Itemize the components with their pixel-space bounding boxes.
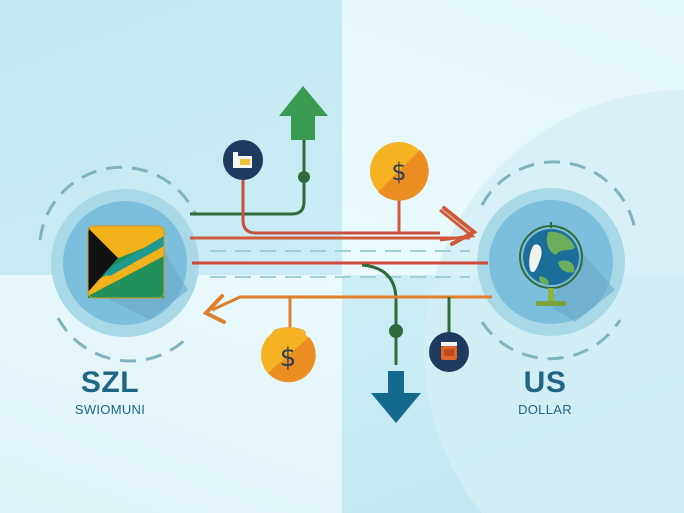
szl-code: SZL	[80, 366, 140, 399]
usd-label: US DOLLAR	[505, 366, 585, 417]
usd-code: US	[523, 366, 567, 399]
money-bag-icon: $	[261, 327, 316, 383]
arrow-down-icon	[371, 371, 421, 423]
swaziland-flag-icon	[87, 225, 165, 299]
dollar-coin-icon: $	[370, 142, 429, 201]
dashed-guides	[210, 250, 470, 278]
orange-arrowhead-left	[202, 294, 226, 324]
green-path-down	[361, 263, 398, 365]
green-node-top	[298, 171, 310, 183]
red-arrow-right	[190, 208, 476, 242]
svg-text:$: $	[280, 343, 297, 373]
green-node-bottom	[389, 324, 403, 338]
red-arrowhead-right	[442, 206, 478, 246]
svg-text:$: $	[391, 158, 406, 186]
globe-icon	[519, 222, 583, 306]
szl-label: SZL SWIOMUNI	[70, 366, 150, 417]
jar-icon	[441, 342, 457, 360]
red-path-factory	[241, 170, 440, 235]
factory-icon	[233, 152, 252, 168]
usd-name: DOLLAR	[518, 402, 572, 417]
green-path-up	[190, 140, 306, 216]
orange-line	[211, 295, 492, 312]
szl-name: SWIOMUNI	[74, 402, 146, 417]
arrow-up-icon	[279, 86, 328, 140]
